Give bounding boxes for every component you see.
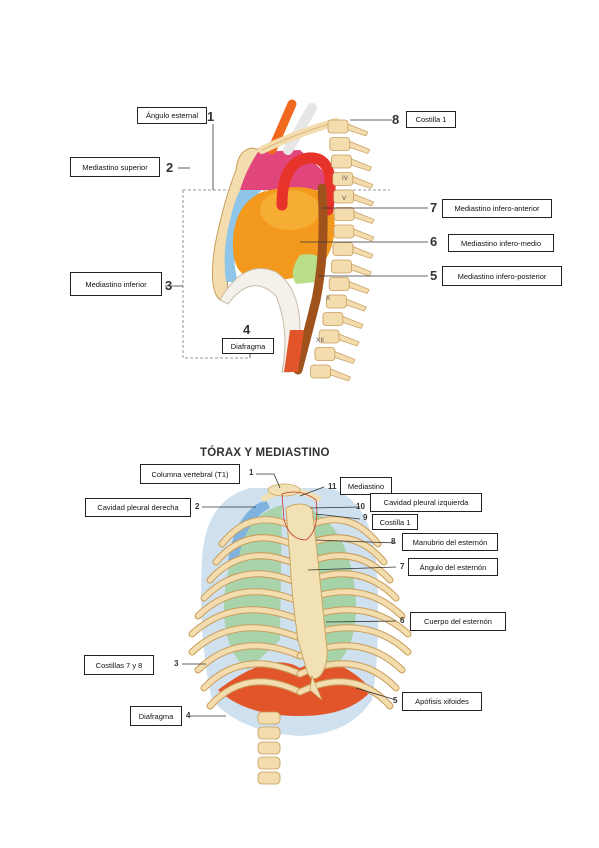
vertebra (314, 347, 356, 364)
vertebra (331, 154, 372, 172)
trachea (283, 103, 317, 155)
label-apofisis-xifoides: Apófisis xifoides (402, 692, 482, 711)
division-bracket-lines (182, 189, 390, 359)
number-10-fig2: 10 (356, 502, 365, 511)
label-costilla-1-fig1: Costilla 1 (406, 111, 456, 128)
lumbar-vertebra (257, 711, 281, 725)
number-6-fig2: 6 (400, 616, 405, 625)
vertebra (327, 119, 369, 137)
number-11-fig2: 11 (328, 482, 337, 491)
label-mediastino-inferior: Mediastino inferior (70, 272, 162, 296)
label-manubrio: Manubrio del esternón (402, 533, 498, 551)
number-7-fig1: 7 (430, 200, 438, 215)
vertebra-mark-xii: XII (316, 337, 324, 344)
vertebra (333, 207, 375, 224)
heart-highlight (260, 190, 320, 230)
vertebra (310, 364, 352, 382)
number-8-fig1: 8 (392, 112, 400, 127)
lumbar-spine (257, 711, 281, 785)
figure2-title: TÓRAX Y MEDIASTINO (200, 447, 330, 459)
number-4-fig1: 4 (243, 322, 251, 337)
number-9-fig2: 9 (363, 513, 368, 522)
number-2-fig2: 2 (195, 502, 200, 511)
number-3-fig1: 3 (165, 278, 173, 293)
vertebra-mark-iv: IV (342, 175, 349, 182)
number-6-fig1: 6 (430, 234, 438, 249)
label-mediastino-superior: Mediastino superior (70, 157, 160, 177)
number-3-fig2: 3 (174, 659, 179, 668)
figure2-leader-lines (182, 473, 397, 717)
lumbar-vertebra (257, 756, 281, 770)
mediastinum-lateral-diagram: IV V X XII (165, 99, 428, 382)
vertebra (332, 242, 374, 259)
label-costillas-7-8: Costillas 7 y 8 (84, 655, 154, 675)
number-4-fig2: 4 (186, 711, 191, 720)
label-diafragma-2: Diafragma (130, 706, 182, 726)
anterior-mediastinum-region (224, 190, 262, 282)
t1-vertebra (267, 483, 301, 497)
lumbar-vertebra (257, 771, 281, 785)
label-mediastino-inferoanterior: Mediastino infero-anterior (442, 199, 552, 218)
number-5-fig2: 5 (393, 696, 398, 705)
vertebra (325, 294, 367, 312)
number-1-fig1: 1 (207, 109, 215, 124)
number-7-fig2: 7 (400, 562, 405, 571)
label-angulo-esternon: Ángulo del esternón (408, 558, 498, 576)
label-cavidad-pleural-derecha: Cavidad pleural derecha (85, 498, 191, 517)
number-2-fig1: 2 (166, 160, 174, 175)
mediastinum-outline (281, 491, 318, 541)
label-costilla-1-fig2: Costilla 1 (372, 514, 418, 530)
lumbar-vertebra (257, 741, 281, 755)
xiphoid-process (309, 674, 323, 701)
vertebra (333, 189, 375, 207)
label-diafragma-1: Diafragma (222, 338, 274, 354)
vertebra (333, 224, 375, 242)
label-cavidad-pleural-izquierda: Cavidad pleural izquierda (370, 493, 482, 512)
label-angulo-esternal: Ángulo esternal (137, 107, 207, 124)
aorta-arch (276, 152, 336, 216)
vertebra-mark-v: V (342, 195, 347, 202)
vertebral-column (310, 119, 375, 382)
thorax-anterior-diagram (182, 473, 412, 785)
number-5-fig1: 5 (430, 268, 438, 283)
vertebra (331, 259, 372, 277)
label-mediastino-inferomedio: Mediastino infero-medio (448, 234, 554, 252)
vertebra (318, 329, 360, 347)
vertebra (328, 277, 370, 294)
esophagus (293, 183, 328, 375)
label-mediastino: Mediastino (340, 477, 392, 495)
vertebra (322, 312, 364, 329)
label-mediastino-inferoposterior: Mediastino infero-posterior (442, 266, 562, 286)
label-columna-t1: Columna vertebral (T1) (140, 464, 240, 484)
number-8-fig2: 8 (391, 537, 396, 546)
vertebra (332, 172, 374, 189)
vertebra-mark-x: X (326, 295, 331, 302)
number-1-fig2: 1 (249, 468, 254, 477)
diaphragm-crus (284, 330, 304, 372)
lumbar-vertebra (257, 726, 281, 740)
label-cuerpo-esternon: Cuerpo del esternón (410, 612, 506, 631)
vertebra (329, 137, 371, 154)
